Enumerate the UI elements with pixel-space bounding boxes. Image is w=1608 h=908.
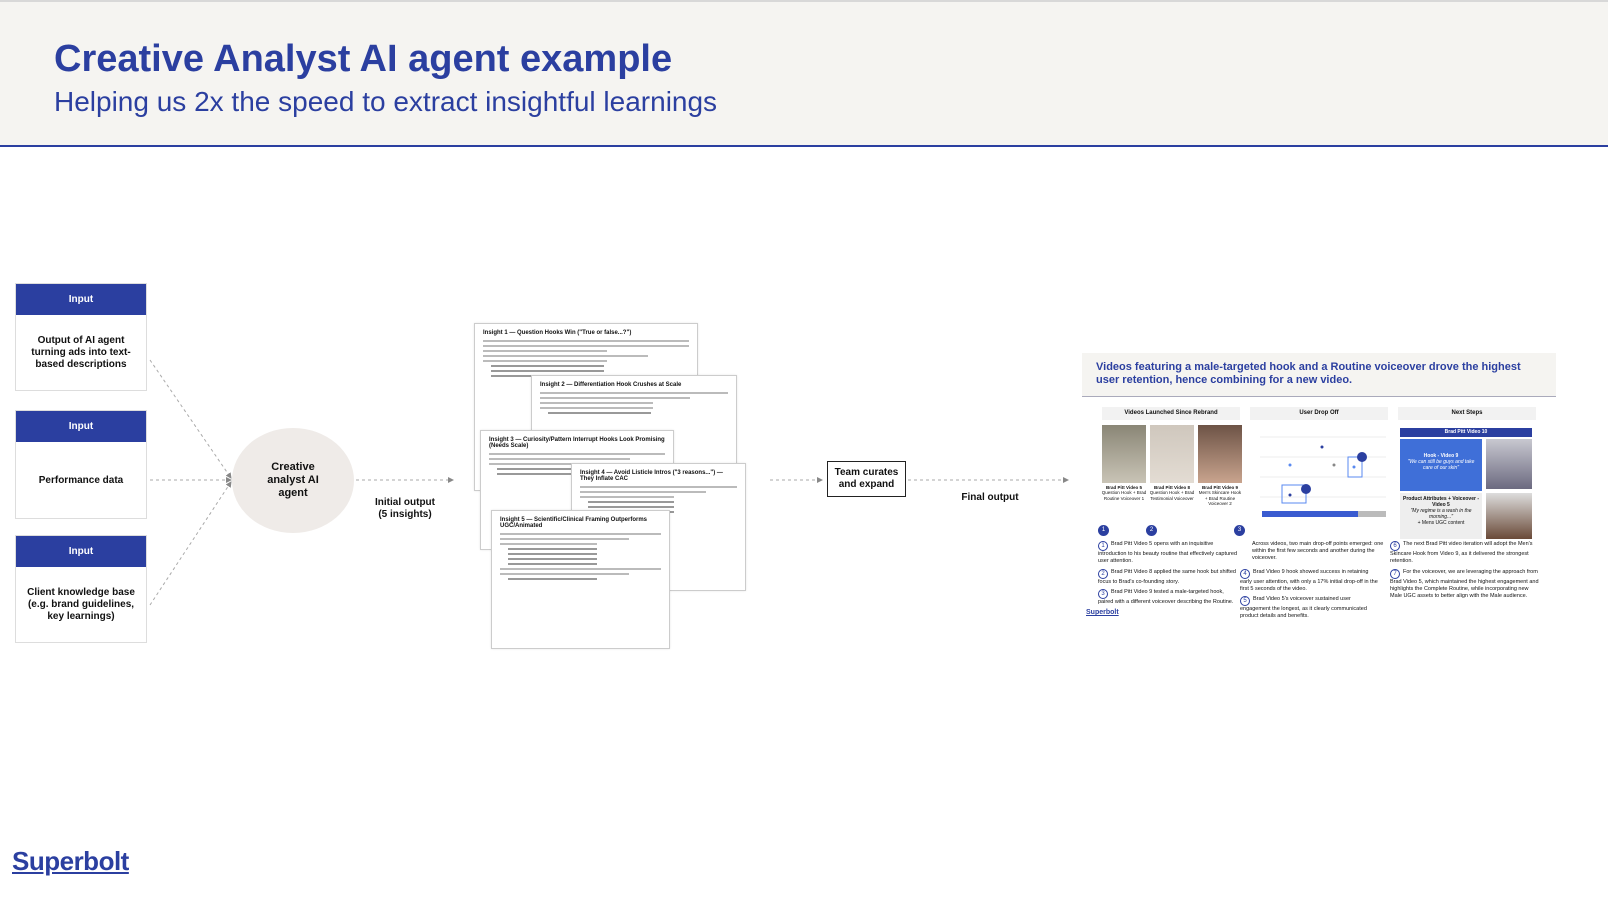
- initial-output-line2: (5 insights): [378, 509, 432, 520]
- slide-header: Creative Analyst AI agent example Helpin…: [0, 0, 1608, 147]
- page-title: Creative Analyst AI agent example: [54, 38, 673, 80]
- agent-label: Creative analyst AI agent: [267, 460, 319, 500]
- column-header: Next Steps: [1398, 407, 1536, 420]
- hook-box: Hook - Video 9"We can still be guys and …: [1400, 439, 1482, 491]
- input-header: Input: [16, 411, 146, 442]
- column-header: User Drop Off: [1250, 407, 1388, 420]
- insight-title: Insight 4 — Avoid Listicle Intros ("3 re…: [580, 470, 723, 482]
- input-text: Performance data: [38, 474, 124, 486]
- connector-input-3: [149, 481, 232, 606]
- ugc-photo: [1486, 493, 1532, 539]
- team-curates-node: Team curates and expand: [827, 461, 906, 497]
- team-label: Team curates and expand: [834, 467, 899, 490]
- insight-title: Insight 3 — Curiosity/Pattern Interrupt …: [489, 437, 665, 449]
- slide-brand-logo: Superbolt: [1086, 609, 1119, 616]
- column-header: Videos Launched Since Rebrand: [1102, 407, 1240, 420]
- next-video-header: Brad Pitt Video 10: [1400, 428, 1532, 437]
- video-thumbnail: [1198, 425, 1242, 483]
- superbolt-logo: Superbolt: [12, 846, 129, 876]
- insight-title: Insight 5 — Scientific/Clinical Framing …: [500, 517, 648, 529]
- marker-2: 2: [1146, 525, 1157, 536]
- column-drop-off: User Drop Off: [1250, 407, 1388, 420]
- note-dropoff: Across videos, two main drop-off points …: [1252, 541, 1384, 561]
- video-thumbnail: [1102, 425, 1146, 483]
- video-thumbnail: [1150, 425, 1194, 483]
- drop-off-chart: [1260, 436, 1386, 517]
- input-text: Output of AI agent turning ads into text…: [31, 335, 131, 370]
- input-text: Client knowledge base (e.g. brand guidel…: [27, 587, 135, 622]
- insight-doc-5: Insight 5 — Scientific/Clinical Framing …: [491, 510, 670, 649]
- final-output-label: Final output: [961, 492, 1019, 503]
- column-videos: Videos Launched Since Rebrand: [1102, 407, 1240, 420]
- creative-analyst-agent-node: Creative analyst AI agent: [232, 428, 354, 533]
- column-next-steps: Next Steps: [1398, 407, 1536, 420]
- input-box-ad-descriptions: Input Output of AI agent turning ads int…: [15, 283, 147, 391]
- final-output-slide: Videos featuring a male-targeted hook an…: [1082, 353, 1556, 621]
- final-slide-title: Videos featuring a male-targeted hook an…: [1082, 353, 1556, 397]
- initial-output-label: Initial output (5 insights): [370, 497, 440, 521]
- page-subtitle: Helping us 2x the speed to extract insig…: [54, 86, 718, 117]
- input-box-knowledge-base: Input Client knowledge base (e.g. brand …: [15, 535, 147, 643]
- marker-1: 1: [1098, 525, 1109, 536]
- input-header: Input: [16, 284, 146, 315]
- insight-title: Insight 1 — Question Hooks Win ("True or…: [483, 330, 632, 336]
- marker-3: 3: [1234, 525, 1245, 536]
- initial-output-line1: Initial output: [375, 497, 435, 508]
- insight-title: Insight 2 — Differentiation Hook Crushes…: [540, 382, 682, 388]
- presenter-photo: [1486, 439, 1532, 489]
- product-box: Product Attributes + Voiceover - Video 5…: [1400, 493, 1482, 539]
- connector-input-1: [149, 359, 232, 479]
- input-header: Input: [16, 536, 146, 567]
- input-box-performance-data: Input Performance data: [15, 410, 147, 519]
